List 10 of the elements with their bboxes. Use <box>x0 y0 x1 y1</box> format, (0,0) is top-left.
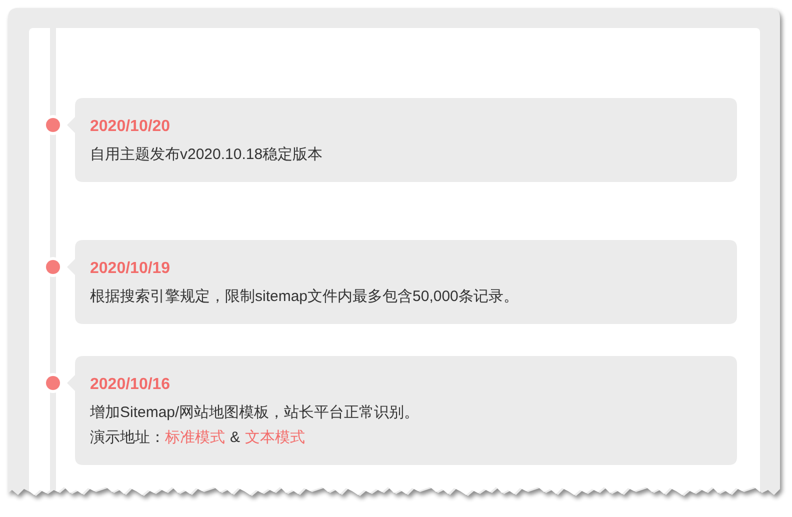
mode-link: 标准模式 <box>165 428 225 448</box>
mode-link: 文本模式 <box>245 428 306 448</box>
date-heading: 2020/10/19 <box>90 259 172 279</box>
ampersand-separator: & <box>230 428 240 448</box>
date-heading: 2020/10/20 <box>90 117 172 137</box>
date-heading: 2020/10/16 <box>90 375 172 395</box>
entry-description: 自用主题发布v2020.10.18稳定版本 <box>90 145 324 165</box>
demo-address-label: 演示地址： <box>90 428 165 448</box>
entry-description: 增加Sitemap/网站地图模板，站长平台正常识别。 <box>90 403 420 423</box>
entry-description: 根据搜索引擎规定，限制sitemap文件内最多包含50,000条记录。 <box>90 287 520 307</box>
